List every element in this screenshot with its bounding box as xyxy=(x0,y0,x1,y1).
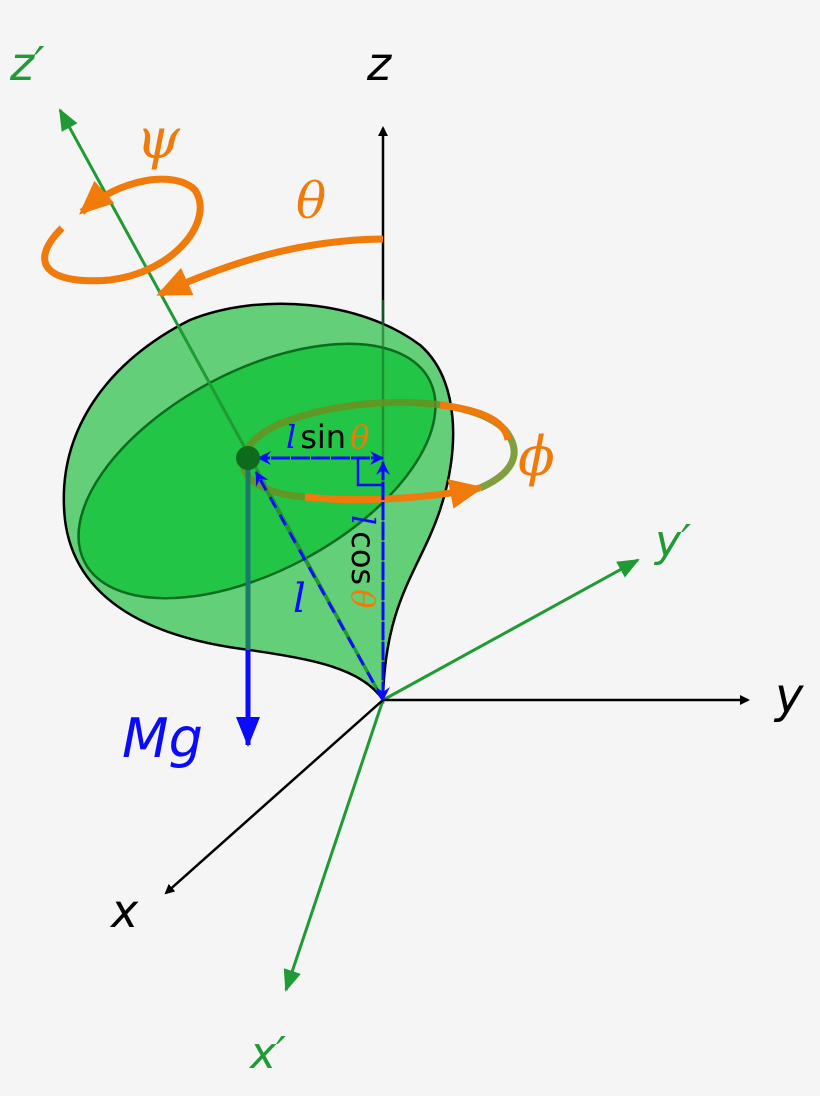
length-l-label: l xyxy=(293,576,306,622)
z-axis-label: z xyxy=(366,37,392,91)
l-cos-l: l xyxy=(344,515,382,525)
theta-angle-label: θ xyxy=(296,172,326,230)
psi-angle-label: ψ xyxy=(136,107,181,172)
l-sin-theta: θ xyxy=(350,418,369,456)
l-cos-theta: θ xyxy=(344,589,382,608)
y-axis-label: y xyxy=(773,668,804,724)
right-angle-marker xyxy=(356,458,383,487)
y-prime-axis-label: y′ xyxy=(653,516,691,567)
theta-rotation-arrow xyxy=(156,235,384,298)
center-of-mass-dot xyxy=(236,446,260,470)
phi-angle-label: ϕ xyxy=(518,425,555,488)
z-prime-axis-label: z′ xyxy=(9,37,45,91)
l-cos-theta-label: l cos θ xyxy=(344,515,382,608)
x-axis-label: x xyxy=(109,884,139,938)
l-cos-cos: cos xyxy=(344,531,382,585)
x-prime-axis-label: x′ xyxy=(248,1028,286,1079)
l-sin-sin: sin xyxy=(300,418,346,456)
x-prime-axis xyxy=(283,699,385,992)
psi-rotation-arrow xyxy=(41,175,204,285)
x-axis xyxy=(164,699,384,895)
length-vector-l xyxy=(254,471,385,701)
l-sin-l: l xyxy=(286,418,296,456)
y-prime-axis xyxy=(382,558,640,702)
weight-mg-label: Mg xyxy=(122,707,203,770)
